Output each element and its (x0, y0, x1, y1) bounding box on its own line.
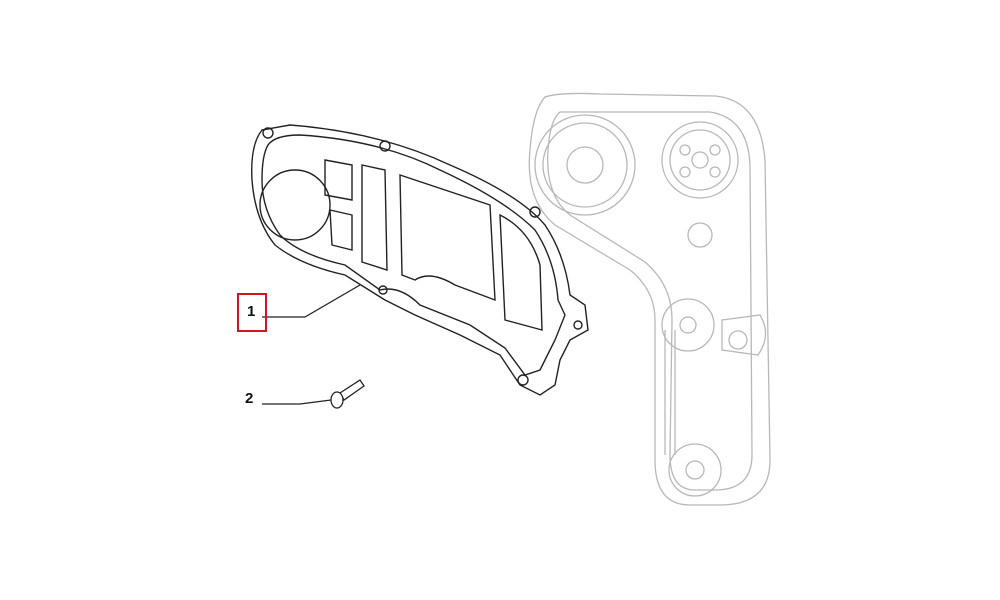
crankshaft-pulley (668, 443, 722, 497)
leader-line-2 (262, 399, 332, 405)
callout-1[interactable]: 1 (247, 303, 256, 320)
tensioner-pulley (661, 298, 715, 352)
callout-highlight-box (237, 293, 267, 332)
idler-pulley (687, 222, 713, 248)
camshaft-pulley-right (661, 121, 739, 199)
timing-belt-cover (251, 124, 589, 396)
camshaft-pulley-left (534, 114, 636, 216)
bolt (330, 379, 365, 409)
timing-belt-assembly (528, 92, 771, 506)
callout-2[interactable]: 2 (245, 390, 254, 407)
leader-line-1 (262, 284, 361, 318)
